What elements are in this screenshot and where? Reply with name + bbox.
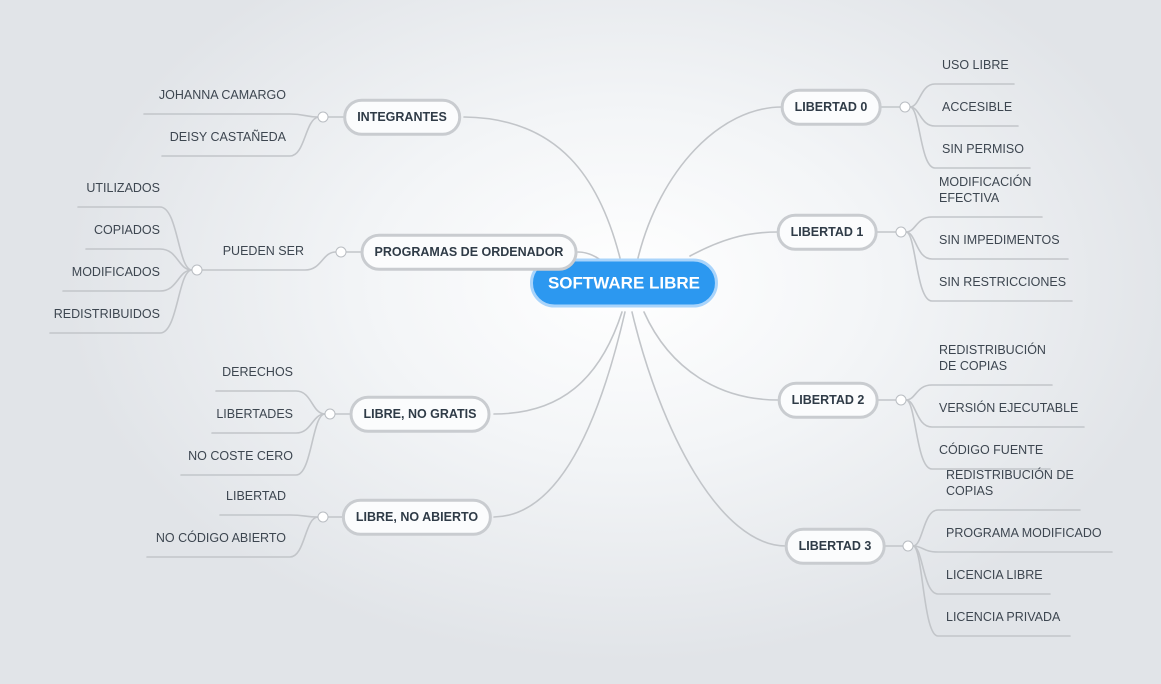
subtopic-sin-restricciones[interactable]: SIN RESTRICCIONES (939, 275, 1067, 289)
collapse-knob-integrantes[interactable] (317, 111, 329, 123)
link-integrantes (463, 116, 621, 259)
collapse-knob-libertad1[interactable] (895, 226, 907, 238)
subtopic-codigo-fuente[interactable]: CÓDIGO FUENTE (939, 443, 1044, 457)
topic-programas-de-ordenador[interactable]: PROGRAMAS DE ORDENADOR (360, 233, 578, 271)
topic-libertad-2[interactable]: LIBERTAD 2 (777, 381, 879, 419)
subtopic-sin-permiso[interactable]: SIN PERMISO (942, 142, 1024, 156)
subtopic-uso-libre[interactable]: USO LIBRE (942, 58, 1009, 72)
subtopic-deisy-castaneda[interactable]: DEISY CASTAÑEDA (169, 130, 286, 144)
link-libertad0 (637, 106, 783, 259)
topic-integrantes[interactable]: INTEGRANTES (343, 98, 461, 136)
subtopic-version-ejecutable[interactable]: VERSIÓN EJECUTABLE (939, 401, 1079, 415)
subtopic-johanna-camargo[interactable]: JOHANNA CAMARGO (158, 88, 286, 102)
subtopic-utilizados[interactable]: UTILIZADOS (86, 181, 160, 195)
collapse-knob-libertad2[interactable] (895, 394, 907, 406)
subtopic-redistribucion-de-copias-2[interactable]: REDISTRIBUCIÓN DE COPIAS (939, 343, 1046, 373)
link-libertad3 (631, 311, 787, 547)
topic-libertad-3[interactable]: LIBERTAD 3 (784, 527, 886, 565)
topic-libertad-1[interactable]: LIBERTAD 1 (776, 213, 878, 251)
subtopic-libertad[interactable]: LIBERTAD (226, 489, 286, 503)
subtopic-licencia-privada[interactable]: LICENCIA PRIVADA (946, 610, 1061, 624)
subtopic-no-codigo-abierto[interactable]: NO CÓDIGO ABIERTO (155, 531, 286, 545)
topic-libertad-0[interactable]: LIBERTAD 0 (780, 88, 882, 126)
subtopic-licencia-libre[interactable]: LICENCIA LIBRE (946, 568, 1043, 582)
subtopic-modificados[interactable]: MODIFICADOS (71, 265, 160, 279)
collapse-knob-libre-no-abierto[interactable] (317, 511, 329, 523)
subtopic-derechos[interactable]: DERECHOS (222, 365, 293, 379)
subtopic-accesible[interactable]: ACCESIBLE (942, 100, 1013, 114)
link-libre-no-abierto (493, 311, 626, 518)
collapse-knob-libertad0[interactable] (899, 101, 911, 113)
subtopic-modificacion-efectiva[interactable]: MODIFICACIÓN EFECTIVA (939, 175, 1032, 205)
collapse-knob-libre-no-gratis[interactable] (324, 408, 336, 420)
link-libertad2 (643, 311, 779, 401)
link-libre-no-gratis (493, 311, 623, 415)
subtopic-redistribuidos[interactable]: REDISTRIBUIDOS (53, 307, 160, 321)
collapse-knob-programas[interactable] (335, 246, 347, 258)
subtopic-no-coste-cero[interactable]: NO COSTE CERO (188, 449, 293, 463)
subtopic-programa-modificado[interactable]: PROGRAMA MODIFICADO (946, 526, 1102, 540)
topic-libre-no-gratis[interactable]: LIBRE, NO GRATIS (349, 395, 491, 433)
subtopic-sin-impedimentos[interactable]: SIN IMPEDIMENTOS (939, 233, 1060, 247)
topic-libre-no-abierto[interactable]: LIBRE, NO ABIERTO (341, 498, 493, 536)
subtopic-libertades[interactable]: LIBERTADES (216, 407, 293, 421)
collapse-knob-libertad3[interactable] (902, 540, 914, 552)
subtopic-redistribucion-de-copias-3[interactable]: REDISTRIBUCIÓN DE COPIAS (946, 468, 1074, 498)
collapse-knob-pueden-ser[interactable] (191, 264, 203, 276)
link-libertad1 (689, 231, 779, 257)
subtopic-pueden-ser[interactable]: PUEDEN SER (222, 244, 304, 258)
subtopic-copiados[interactable]: COPIADOS (94, 223, 160, 237)
